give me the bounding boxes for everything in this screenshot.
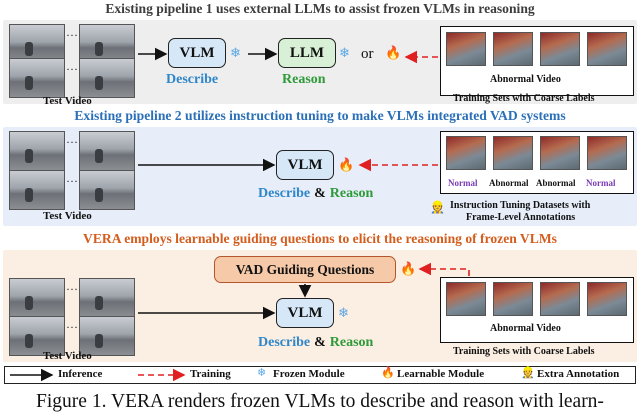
snowflake-icon: ❄ [338, 305, 349, 320]
fire-icon: 🔥 [400, 261, 417, 276]
frame-level-label: Frame-Level Annotations [466, 212, 576, 223]
test-video-label: Test Video [43, 95, 92, 107]
abnormal-frame [587, 32, 627, 66]
test-video-frame [79, 170, 135, 210]
legend [4, 366, 636, 384]
reason-label: Reason [329, 186, 374, 201]
figure-caption: Figure 1. VERA renders frozen VLMs to de… [36, 391, 604, 412]
test-video-frame [9, 58, 65, 98]
legend-frozen: Frozen Module [273, 368, 345, 380]
abnormal-video-label: Abnormal Video [490, 74, 561, 85]
abnormal-frame [493, 32, 533, 66]
fire-icon: 🔥 [338, 157, 355, 172]
frame-ellipsis: ··· [66, 174, 78, 188]
frame-ellipsis: ··· [66, 135, 78, 149]
abnormal-tag: Abnormal [489, 178, 529, 188]
abnormal-frame [446, 282, 486, 316]
reason-label: Reason [329, 335, 374, 350]
describe-label: Describe [258, 186, 311, 201]
normal-tag: Normal [448, 178, 478, 188]
training-arrow [418, 262, 470, 276]
abnormal-video-label: Abnormal Video [490, 323, 561, 334]
training-sets-label: Training Sets with Coarse Labels [453, 346, 595, 357]
test-video-frame [9, 131, 65, 171]
abnormal-frame [493, 136, 533, 170]
vera-heading: VERA employs learnable guiding questions… [83, 231, 557, 246]
frame-ellipsis: ··· [66, 28, 78, 42]
abnormal-frame [446, 32, 486, 66]
test-video-frame [79, 278, 135, 318]
snowflake-icon: ❄ [230, 45, 241, 60]
abnormal-frame [493, 282, 533, 316]
snowflake-icon: ❄ [257, 367, 267, 379]
fire-icon: 🔥 [381, 367, 395, 379]
normal-frame [587, 136, 627, 170]
vlm-box: VLM [168, 38, 226, 68]
abnormal-frame [540, 32, 580, 66]
reason-label: Reason [282, 72, 326, 87]
test-video-frame [9, 24, 65, 64]
pipeline2-heading: Existing pipeline 2 utilizes instruction… [74, 108, 566, 123]
test-video-label: Test Video [43, 350, 92, 362]
test-video-frame [79, 316, 135, 356]
legend-extra: Extra Annotation [537, 368, 620, 380]
test-video-label: Test Video [43, 210, 92, 222]
test-video-frame [79, 131, 135, 171]
ampersand-label: & [314, 335, 326, 350]
annotator-icon: 👷 [521, 367, 535, 379]
normal-tag: Normal [586, 178, 616, 188]
legend-training: Training [190, 368, 231, 380]
annotator-icon: 👷 [430, 200, 445, 214]
abnormal-frame [540, 136, 580, 170]
frame-ellipsis: ··· [66, 320, 78, 334]
pipeline1-heading: Existing pipeline 1 uses external LLMs t… [105, 1, 535, 16]
snowflake-icon: ❄ [339, 45, 350, 60]
describe-label: Describe [258, 335, 311, 350]
legend-learnable: Learnable Module [397, 368, 485, 380]
frame-ellipsis: ··· [66, 62, 78, 76]
ampersand-label: & [314, 186, 326, 201]
vlm-box: VLM [276, 150, 334, 180]
instruction-datasets-label: Instruction Tuning Datasets with [450, 200, 591, 211]
abnormal-frame [540, 282, 580, 316]
describe-reason-label: Describe & Reason [258, 333, 373, 351]
describe-label: Describe [166, 72, 219, 87]
vad-guiding-questions-box: VAD Guiding Questions [214, 256, 396, 283]
legend-inference: Inference [58, 368, 103, 380]
test-video-frame [9, 316, 65, 356]
vlm-box: VLM [276, 298, 334, 328]
training-sets-label: Training Sets with Coarse Labels [453, 93, 595, 104]
describe-reason-label: Describe & Reason [258, 184, 373, 202]
abnormal-frame [587, 282, 627, 316]
fire-icon: 🔥 [385, 45, 402, 60]
frame-ellipsis: ··· [66, 282, 78, 296]
llm-box: LLM [278, 38, 336, 68]
test-video-frame [79, 58, 135, 98]
normal-frame [446, 136, 486, 170]
abnormal-tag: Abnormal [536, 178, 576, 188]
test-video-frame [79, 24, 135, 64]
test-video-frame [9, 170, 65, 210]
or-label: or [361, 46, 374, 62]
